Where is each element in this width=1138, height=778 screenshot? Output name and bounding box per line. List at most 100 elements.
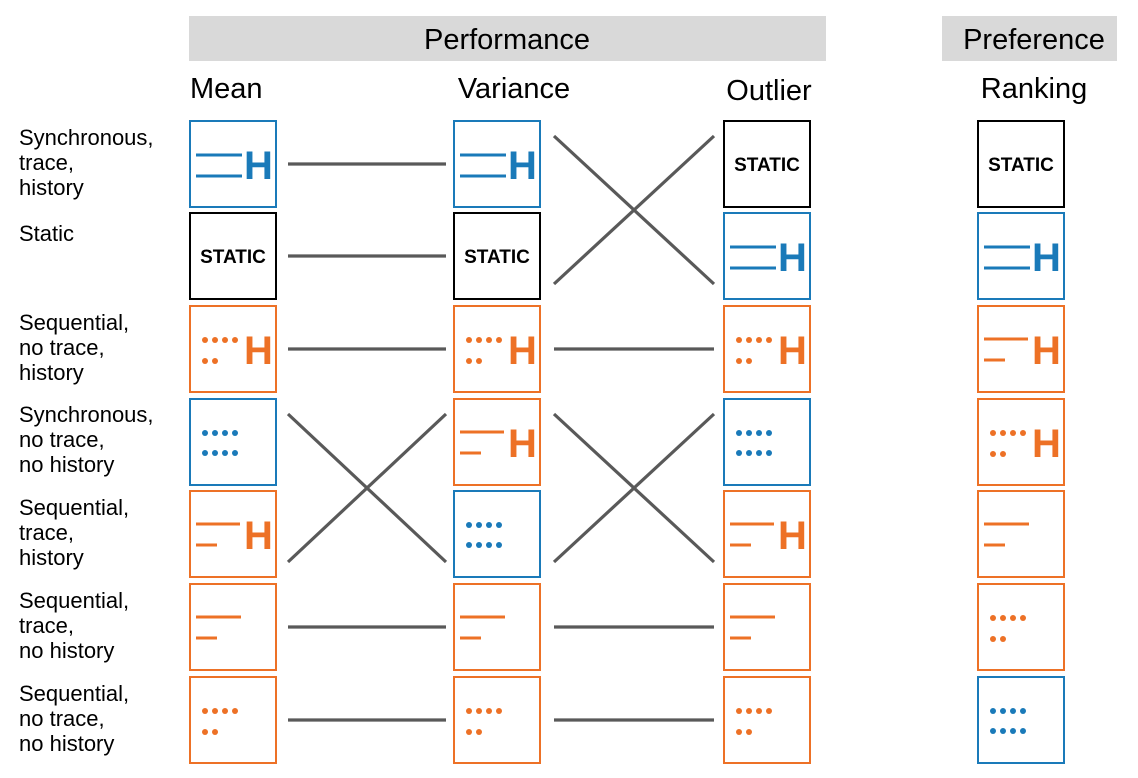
- tile-border: [189, 212, 277, 300]
- tile-outlier-sync_trace_hist: H: [723, 212, 811, 300]
- dots-icon: [990, 430, 1026, 457]
- trace-icon: [460, 153, 506, 178]
- row-label: history: [19, 175, 84, 200]
- history-icon: H: [1032, 422, 1061, 466]
- tile-border: [189, 398, 277, 486]
- dots-icon: [466, 522, 502, 548]
- connector-seq_trace_hist-mean-to-variance: [286, 412, 448, 564]
- row-label: no trace,: [19, 706, 105, 731]
- tile-variance-static: STATIC: [453, 212, 541, 300]
- tile-mean-seq_trace_nohist: [189, 583, 277, 671]
- tile-border: [723, 120, 811, 208]
- dots-icon: [466, 708, 502, 735]
- history-icon: H: [244, 329, 273, 373]
- column-outlier: Outlier: [726, 75, 812, 107]
- row-label: no trace,: [19, 335, 105, 360]
- trace-icon: [730, 615, 775, 640]
- tile-border: [977, 398, 1065, 486]
- static-label: STATIC: [988, 155, 1054, 176]
- performance-header: Performance: [424, 24, 590, 56]
- tile-border: [977, 583, 1065, 671]
- row-label: Sequential,: [19, 310, 129, 335]
- tile-border: [453, 212, 541, 300]
- tile-variance-seq_trace_nohist: [453, 583, 541, 671]
- trace-icon: [730, 522, 774, 547]
- row-label: Synchronous,: [19, 125, 154, 150]
- tile-border: [453, 120, 541, 208]
- tile-border: [189, 305, 277, 393]
- tile-border: [723, 676, 811, 764]
- tile-ranking-static: STATIC: [977, 120, 1065, 208]
- row-labels: Synchronous,trace,historyStaticSequentia…: [19, 125, 154, 756]
- tile-border: [189, 676, 277, 764]
- static-label: STATIC: [464, 247, 530, 268]
- row-label: trace,: [19, 520, 74, 545]
- dots-icon: [736, 708, 772, 735]
- dots-icon: [202, 708, 238, 735]
- tile-border: [723, 212, 811, 300]
- history-icon: H: [778, 329, 807, 373]
- tile-outlier-seq_notrace_hist: H: [723, 305, 811, 393]
- tile-border: [977, 212, 1065, 300]
- trace-icon: [984, 522, 1029, 547]
- row-label: history: [19, 360, 84, 385]
- tile-ranking-seq_trace_nohist: [977, 490, 1065, 578]
- column-ranking: Ranking: [981, 73, 1087, 105]
- static-label: STATIC: [200, 247, 266, 268]
- tile-border: [453, 398, 541, 486]
- history-icon: H: [508, 144, 537, 188]
- tile-border: [977, 676, 1065, 764]
- performance-header-bg: [189, 16, 826, 61]
- tile-ranking-seq_notrace_nohist: [977, 583, 1065, 671]
- history-icon: H: [778, 236, 807, 280]
- history-icon: H: [244, 144, 273, 188]
- row-label: no history: [19, 638, 114, 663]
- tile-outlier-seq_notrace_nohist: [723, 676, 811, 764]
- row-label: no trace,: [19, 427, 105, 452]
- tile-outlier-seq_trace_hist: H: [723, 490, 811, 578]
- tile-border: [723, 583, 811, 671]
- tile-outlier-seq_trace_nohist: [723, 583, 811, 671]
- tile-outlier-static: STATIC: [723, 120, 811, 208]
- row-label: Synchronous,: [19, 402, 154, 427]
- group-headers: Performance Preference: [189, 16, 1117, 61]
- trace-icon: [196, 615, 241, 640]
- dots-icon: [990, 708, 1026, 734]
- row-label: Sequential,: [19, 588, 129, 613]
- tile-variance-seq_notrace_hist: H: [453, 305, 541, 393]
- tile-variance-sync_notrace_nohist: [453, 490, 541, 578]
- dots-icon: [202, 430, 238, 456]
- trace-icon: [460, 430, 504, 455]
- connectors: [286, 134, 716, 722]
- column-variance: Variance: [458, 73, 570, 105]
- preference-header: Preference: [963, 24, 1105, 56]
- tile-mean-sync_notrace_nohist: [189, 398, 277, 486]
- row-label: Sequential,: [19, 495, 129, 520]
- connector-sync_notrace_nohist-variance-to-outlier: [552, 412, 716, 564]
- tile-border: [189, 583, 277, 671]
- tile-border: [977, 120, 1065, 208]
- tile-variance-seq_notrace_nohist: [453, 676, 541, 764]
- row-label: no history: [19, 452, 114, 477]
- tile-border: [189, 120, 277, 208]
- tile-border: [723, 398, 811, 486]
- row-label: history: [19, 545, 84, 570]
- dots-icon: [990, 615, 1026, 642]
- column-headers: Mean Variance Outlier Ranking: [190, 73, 1087, 107]
- trace-icon: [984, 337, 1028, 362]
- tile-mean-seq_notrace_nohist: [189, 676, 277, 764]
- row-label: trace,: [19, 613, 74, 638]
- tile-variance-seq_trace_hist: H: [453, 398, 541, 486]
- tile-border: [723, 490, 811, 578]
- tile-border: [453, 676, 541, 764]
- tile-ranking-seq_trace_hist: H: [977, 305, 1065, 393]
- dots-icon: [466, 337, 502, 364]
- connector-static-variance-to-outlier: [552, 134, 716, 286]
- tile-mean-static: STATIC: [189, 212, 277, 300]
- history-icon: H: [778, 514, 807, 558]
- column-mean: Mean: [190, 73, 263, 105]
- tile-ranking-sync_trace_hist: H: [977, 212, 1065, 300]
- tile-border: [453, 583, 541, 671]
